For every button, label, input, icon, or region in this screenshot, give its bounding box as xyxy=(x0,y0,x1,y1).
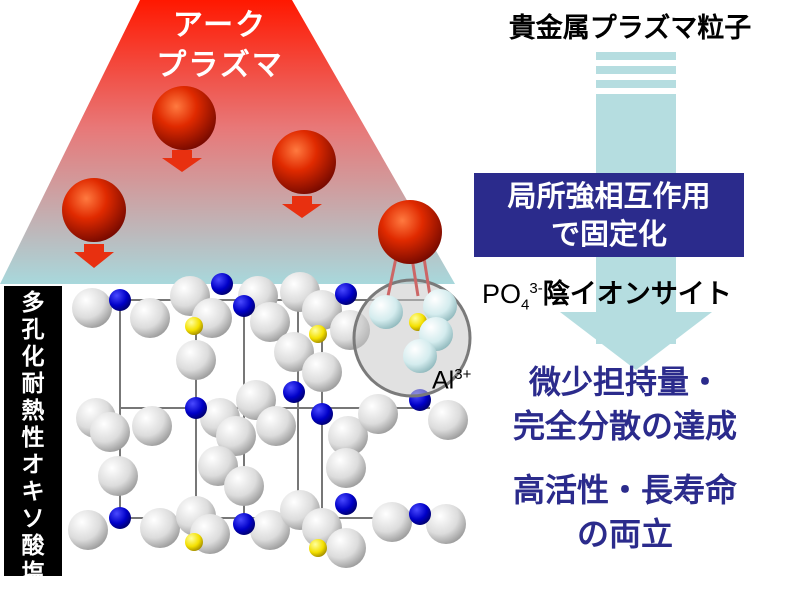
side-label-char: 熱 xyxy=(21,398,45,424)
side-label-char: 化 xyxy=(21,344,45,370)
aluminum-atom xyxy=(109,289,131,311)
oxygen-atom xyxy=(256,406,296,446)
po4-charge: 3- xyxy=(529,280,543,297)
oxygen-atom xyxy=(216,416,256,456)
phosphorus-atom xyxy=(309,325,327,343)
oxygen-atom xyxy=(140,508,180,548)
oxygen-atom xyxy=(132,406,172,446)
oxygen-atom xyxy=(302,290,342,330)
oxygen-atom xyxy=(358,394,398,434)
arc-plasma-label-line1: アーク xyxy=(172,8,268,43)
oxygen-atom xyxy=(372,502,412,542)
aluminum-atom xyxy=(185,397,207,419)
oxygen-atom xyxy=(428,400,468,440)
plasma-particles xyxy=(62,86,442,268)
al-ion-label: Al3+ xyxy=(432,366,471,395)
result-activity-line2: の両立 xyxy=(576,515,673,553)
side-label: 多孔化耐熱性オキソ酸塩 xyxy=(4,286,62,586)
oxygen-atom xyxy=(326,528,366,568)
aluminum-atom xyxy=(335,493,357,515)
aluminum-atom xyxy=(311,403,333,425)
side-label-char: 塩 xyxy=(21,560,45,586)
oxygen-atom xyxy=(302,352,342,392)
arc-plasma-label-line2: プラズマ xyxy=(156,48,284,83)
side-label-char: キ xyxy=(21,479,45,505)
phosphorus-atom xyxy=(185,533,203,551)
phosphorus-atoms xyxy=(185,317,327,557)
aluminum-atom xyxy=(283,381,305,403)
plasma-particle xyxy=(62,178,126,268)
aluminum-atoms xyxy=(109,273,431,535)
side-label-char: ソ xyxy=(21,506,45,532)
plasma-particle xyxy=(378,200,442,264)
po4-subscript: 4 xyxy=(521,296,530,314)
aluminum-atom xyxy=(409,503,431,525)
oxygen-atom xyxy=(426,504,466,544)
oxygen-atom xyxy=(224,466,264,506)
page-title: 貴金属プラズマ粒子 xyxy=(508,13,752,44)
interaction-box: 局所強相互作用 で固定化 xyxy=(474,173,744,257)
result-dispersion-line1: 微少担持量・ xyxy=(528,363,721,401)
arc-plasma-label: アーク プラズマ xyxy=(150,6,290,86)
al-symbol: Al xyxy=(432,366,455,395)
oxygen-atoms xyxy=(68,272,468,568)
al-charge: 3+ xyxy=(454,366,472,383)
aluminum-atom xyxy=(109,507,131,529)
side-label-char: 耐 xyxy=(21,371,45,397)
side-label-char: 孔 xyxy=(21,317,45,343)
phosphorus-atom xyxy=(309,539,327,557)
side-label-char: 酸 xyxy=(21,533,45,559)
interaction-line1: 局所強相互作用 xyxy=(507,179,711,213)
aluminum-atom xyxy=(233,295,255,317)
oxygen-atom xyxy=(326,448,366,488)
plasma-particle xyxy=(272,130,336,218)
oxygen-atom xyxy=(90,412,130,452)
phosphorus-atom xyxy=(185,317,203,335)
po4-formula: PO xyxy=(482,279,522,309)
result-dispersion: 微少担持量・ 完全分散の達成 xyxy=(455,360,795,448)
oxygen-atom xyxy=(68,510,108,550)
oxygen-atom xyxy=(176,340,216,380)
plasma-particle xyxy=(152,86,216,172)
po4-site-highlight xyxy=(352,257,472,398)
interaction-line2: で固定化 xyxy=(550,217,667,251)
side-label-char: 性 xyxy=(21,425,45,451)
oxygen-atom xyxy=(250,510,290,550)
oxygen-atom xyxy=(328,416,368,456)
po4-site-text: 陰イオンサイト xyxy=(542,279,732,310)
result-dispersion-line2: 完全分散の達成 xyxy=(512,407,737,445)
oxygen-atom xyxy=(250,302,290,342)
oxygen-atom xyxy=(72,288,112,328)
aluminum-atom xyxy=(335,283,357,305)
aluminum-atom xyxy=(233,513,255,535)
side-label-char: 多 xyxy=(21,290,45,316)
result-activity: 高活性・長寿命 の両立 xyxy=(455,468,795,556)
aluminum-atom xyxy=(211,273,233,295)
oxygen-atom xyxy=(274,332,314,372)
oxygen-atom xyxy=(98,456,138,496)
side-label-char: オ xyxy=(21,452,45,478)
result-activity-line1: 高活性・長寿命 xyxy=(512,471,737,509)
oxygen-atom xyxy=(130,298,170,338)
po4-site-label: PO43-陰イオンサイト xyxy=(482,272,732,313)
